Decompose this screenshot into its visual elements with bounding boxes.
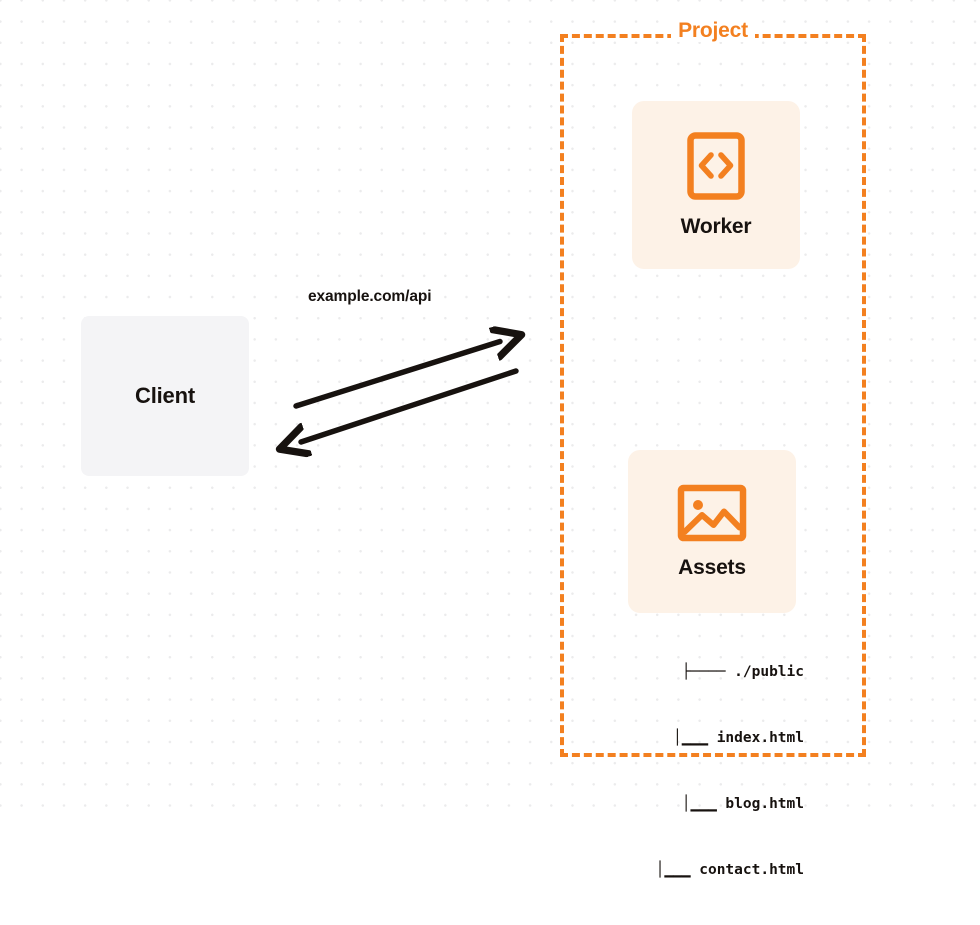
file-tree-row: │▁▁▁ contact.html: [655, 862, 804, 878]
worker-card[interactable]: Worker: [632, 101, 800, 269]
assets-card[interactable]: Assets: [628, 450, 796, 613]
response-arrow: [301, 368, 519, 442]
file-tree-row: │▁▁▁ index.html: [673, 730, 804, 746]
code-brackets-icon: [686, 131, 746, 201]
project-title-text: Project: [671, 19, 755, 42]
connection-label: example.com/api: [308, 288, 432, 305]
project-title-label: Project: [560, 19, 866, 43]
file-tree-row: │▁▁▁ blog.html: [681, 796, 804, 812]
assets-file-tree: ├──── ./public │▁▁▁ index.html │▁▁▁ blog…: [609, 617, 804, 925]
worker-card-label: Worker: [680, 215, 752, 238]
image-icon: [677, 484, 747, 542]
request-arrow: [293, 342, 500, 409]
client-node-label: Client: [135, 383, 195, 408]
diagram-canvas: Client example.com/api Project: [0, 0, 980, 878]
assets-card-label: Assets: [678, 555, 746, 579]
file-tree-row: ├──── ./public: [681, 664, 804, 680]
client-node[interactable]: Client: [81, 316, 249, 476]
